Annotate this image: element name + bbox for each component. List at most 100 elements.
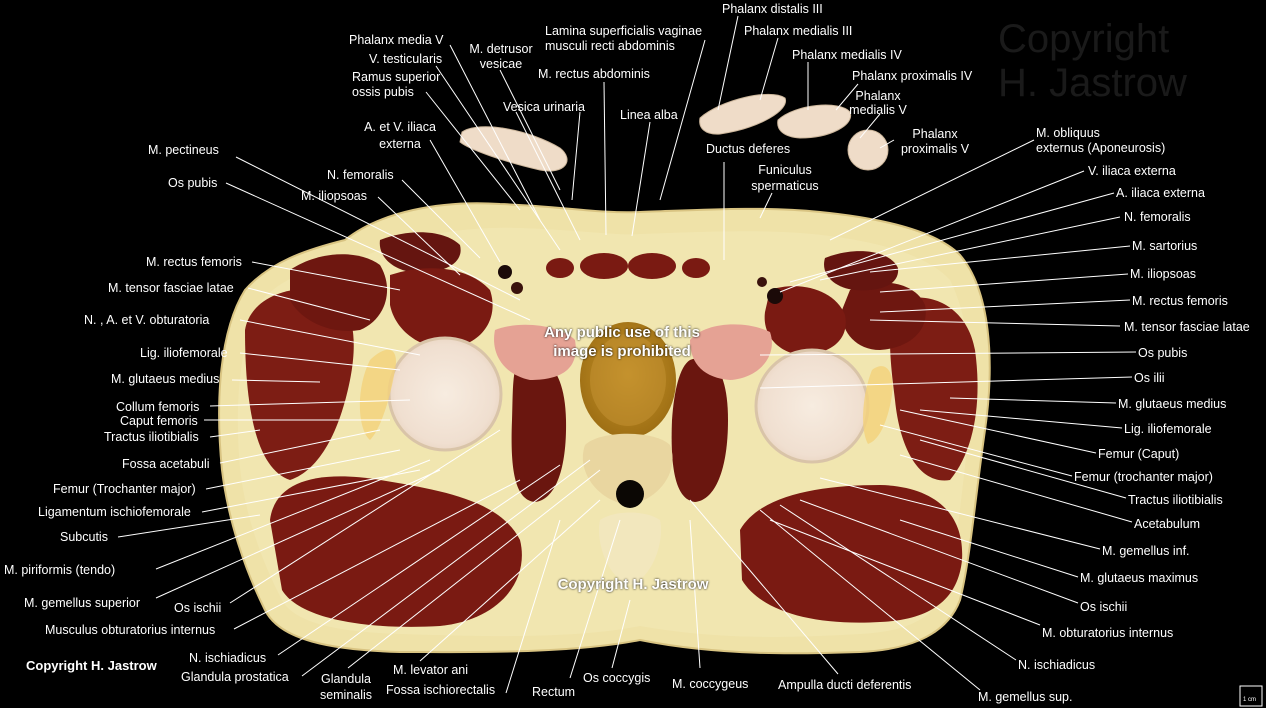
- scale-bar-label: 1 cm: [1243, 697, 1257, 703]
- label-m-rectus-femoris-right: M. rectus femoris: [1132, 294, 1228, 308]
- left-obturator: [511, 357, 567, 502]
- notice-watermark-line1: Any public use of this: [544, 324, 700, 341]
- label-fossa-acetabuli: Fossa acetabuli: [122, 457, 210, 471]
- label-m-iliopsoas-left: M. iliopsoas: [301, 189, 367, 203]
- label-m-detrusor-line1: M. detrusor: [469, 42, 533, 56]
- phalanx-slice-3: [777, 104, 852, 139]
- label-funiculus-line1: Funiculus: [758, 163, 812, 177]
- label-phalanx-medialis-iii: Phalanx medialis III: [744, 24, 853, 38]
- label-rectum: Rectum: [532, 685, 576, 699]
- label-lig-iliofemorale-left: Lig. iliofemorale: [140, 346, 228, 360]
- phalanx-slice-2: [699, 94, 786, 135]
- label-phalanx-medialis-v-line1: Phalanx: [855, 89, 901, 103]
- copyright-watermark-center: Copyright H. Jastrow: [557, 576, 709, 593]
- label-v-testicularis: V. testicularis: [369, 52, 443, 66]
- label-n-femoralis-right: N. femoralis: [1124, 210, 1191, 224]
- label-m-iliopsoas-right: M. iliopsoas: [1130, 267, 1196, 281]
- label-m-obliquus-line1: M. obliquus: [1036, 126, 1100, 140]
- label-os-coccygis: Os coccygis: [583, 671, 651, 685]
- label-femur-trochanter-left: Femur (Trochanter major): [53, 482, 196, 496]
- label-m-gemellus-superior: M. gemellus superior: [24, 596, 141, 610]
- label-phalanx-proximalis-iv: Phalanx proximalis IV: [852, 69, 973, 83]
- left-gluteus-maximus: [270, 476, 522, 627]
- label-n-obturatoria: N. , A. et V. obturatoria: [84, 313, 210, 327]
- label-m-sartorius: M. sartorius: [1132, 239, 1198, 253]
- label-phalanx-proximalis-v-line2: proximalis V: [900, 142, 970, 156]
- label-m-tensor-right: M. tensor fasciae latae: [1124, 320, 1250, 334]
- label-lig-ischiofemorale: Ligamentum ischiofemorale: [38, 505, 191, 519]
- label-v-iliaca-externa: V. iliaca externa: [1088, 164, 1176, 178]
- label-ramus-superior-line2: ossis pubis: [352, 85, 414, 99]
- label-glandula-seminalis-line1: Glandula: [320, 672, 372, 686]
- label-phalanx-medialis-v-line2: medialis V: [849, 103, 907, 117]
- left-sartorius: [379, 232, 461, 273]
- label-phalanx-media-v: Phalanx media V: [349, 33, 444, 47]
- ghost-watermark-line-2: H. Jastrow: [998, 61, 1187, 105]
- leader-lines: [117, 15, 1252, 694]
- label-ramus-superior-line1: Ramus superior: [352, 70, 441, 84]
- label-m-levator-ani: M. levator ani: [393, 663, 469, 677]
- label-m-gemellus-inf: M. gemellus inf.: [1102, 544, 1190, 558]
- label-tractus-right: Tractus iliotibialis: [1128, 493, 1223, 507]
- label-phalanx-medialis-iv: Phalanx medialis IV: [792, 48, 902, 62]
- label-a-v-iliaca-line2: externa: [379, 137, 421, 151]
- label-tractus-left: Tractus iliotibialis: [104, 430, 199, 444]
- label-m-pectineus: M. pectineus: [148, 143, 219, 157]
- label-os-pubis-left: Os pubis: [168, 176, 218, 190]
- right-gluteus-medius: [890, 297, 978, 481]
- label-os-ischii-right: Os ischii: [1080, 600, 1128, 614]
- label-phalanx-proximalis-v-line1: Phalanx: [912, 127, 958, 141]
- label-vesica-urinaria: Vesica urinaria: [503, 100, 585, 114]
- right-femoral-head: [754, 348, 870, 464]
- label-funiculus-line2: spermaticus: [751, 179, 819, 193]
- label-musculus-obturatorius: Musculus obturatorius internus: [45, 623, 216, 637]
- right-iliopsoas: [764, 286, 846, 355]
- label-a-v-iliaca-line1: A. et V. iliaca: [364, 120, 436, 134]
- label-n-ischiadicus-left: N. ischiadicus: [189, 651, 267, 665]
- label-os-ischii-left: Os ischii: [174, 601, 222, 615]
- label-phalanx-distalis-iii: Phalanx distalis III: [722, 2, 823, 16]
- phalanx-slice-1: [459, 126, 568, 172]
- label-acetabulum: Acetabulum: [1134, 517, 1201, 531]
- label-m-coccygeus: M. coccygeus: [672, 677, 749, 691]
- left-femoral-head: [387, 336, 503, 452]
- label-collum-femoris: Collum femoris: [116, 400, 200, 414]
- phalanx-slice-4: [847, 129, 889, 171]
- label-fossa-ischiorectalis: Fossa ischiorectalis: [386, 683, 496, 697]
- left-iliopsoas: [390, 268, 493, 349]
- label-m-rectus-femoris-left: M. rectus femoris: [146, 255, 242, 269]
- label-m-rectus-abdominis: M. rectus abdominis: [538, 67, 650, 81]
- right-sartorius: [824, 251, 899, 291]
- notice-watermark-line2: image is prohibited: [553, 343, 691, 360]
- label-m-glutaeus-medius-right: M. glutaeus medius: [1118, 397, 1227, 411]
- label-femur-caput: Femur (Caput): [1098, 447, 1180, 461]
- rectum-lumen: [616, 480, 644, 508]
- label-lamina-line1: Lamina superficialis vaginae: [545, 24, 703, 38]
- label-linea-alba: Linea alba: [620, 108, 678, 122]
- label-m-tensor-left: M. tensor fasciae latae: [108, 281, 234, 295]
- label-a-iliaca-externa: A. iliaca externa: [1116, 186, 1205, 200]
- label-m-piriformis: M. piriformis (tendo): [4, 563, 116, 577]
- ghost-watermark-line-1: Copyright: [998, 17, 1170, 61]
- label-m-glutaeus-medius-left: M. glutaeus medius: [111, 372, 220, 386]
- copyright-watermark-corner: Copyright H. Jastrow: [26, 658, 157, 673]
- label-n-ischiadicus-right: N. ischiadicus: [1018, 658, 1096, 672]
- label-caput-femoris: Caput femoris: [120, 414, 198, 428]
- label-femur-trochanter-right: Femur (trochanter major): [1074, 470, 1213, 484]
- label-subcutis: Subcutis: [60, 530, 108, 544]
- label-ductus-deferens: Ductus deferes: [706, 142, 791, 156]
- label-n-femoralis-left: N. femoralis: [327, 168, 394, 182]
- right-obturator: [671, 358, 728, 502]
- label-m-obliquus-line2: externus (Aponeurosis): [1036, 141, 1166, 155]
- label-glandula-prostatica: Glandula prostatica: [181, 670, 289, 684]
- label-glandula-seminalis-line2: seminalis: [319, 688, 373, 702]
- label-lig-iliofemorale-right: Lig. iliofemorale: [1124, 422, 1212, 436]
- label-m-detrusor-line2: vesicae: [479, 57, 523, 71]
- label-lamina-line2: musculi recti abdominis: [545, 39, 675, 53]
- right-rectus-femoris: [841, 282, 926, 350]
- label-m-obturatorius-right: M. obturatorius internus: [1042, 626, 1174, 640]
- label-os-ilii: Os ilii: [1134, 371, 1165, 385]
- label-ampulla: Ampulla ducti deferentis: [778, 678, 912, 692]
